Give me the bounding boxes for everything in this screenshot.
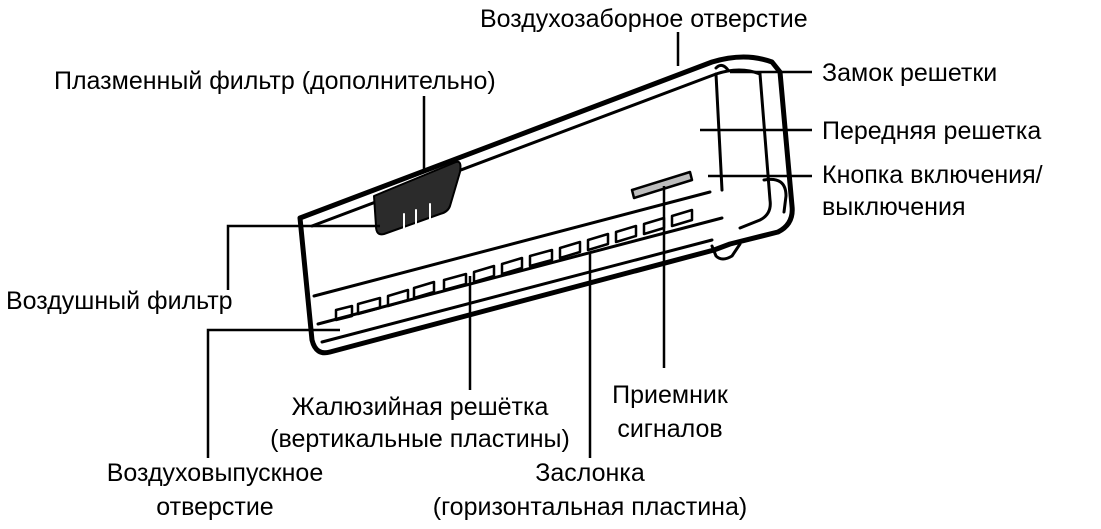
label-air-intake: Воздухозаборное отверстие [480,5,808,33]
label-power-button-line1: Кнопка включения/ [822,161,1043,189]
label-flap-line1: Заслонка [535,459,645,487]
lower-band-bottom [316,216,724,326]
label-plasma-filter: Плазменный фильтр (дополнительно) [54,67,496,95]
label-power-button-line2: выключения [822,193,966,221]
label-signal-receiver-line1: Приемник [612,381,728,409]
indoor-unit-body [297,54,795,356]
leader-air-outlet [206,328,340,458]
outlet-edge [320,238,714,344]
signal-receiver-window [630,170,694,200]
label-signal-receiver-line2: сигналов [617,415,723,443]
grille-lock-mark [714,63,730,72]
unit-outline [297,54,795,356]
label-front-grille: Передняя решетка [822,117,1042,145]
side-seam [714,72,724,192]
label-air-outlet-line2: отверстие [156,493,274,521]
label-louver-line1: Жалюзийная решётка [291,393,549,421]
label-air-filter: Воздушный фильтр [6,287,233,315]
lower-band-top [312,190,712,298]
side-clip [762,177,788,214]
label-louver-line2: (вертикальные пластины) [270,425,570,453]
side-panel-curve [738,72,772,230]
label-air-outlet-line1: Воздуховыпускное [106,459,324,487]
label-grille-lock: Замок решетки [822,59,998,87]
louver-blades [334,208,694,322]
bottom-notch [710,242,742,261]
label-flap-line2: (горизонтальная пластина) [432,493,748,521]
plasma-filter-block [373,160,462,236]
leader-lines [206,32,812,458]
plasma-filter-slots [403,203,431,231]
leader-air-filter [226,224,380,290]
